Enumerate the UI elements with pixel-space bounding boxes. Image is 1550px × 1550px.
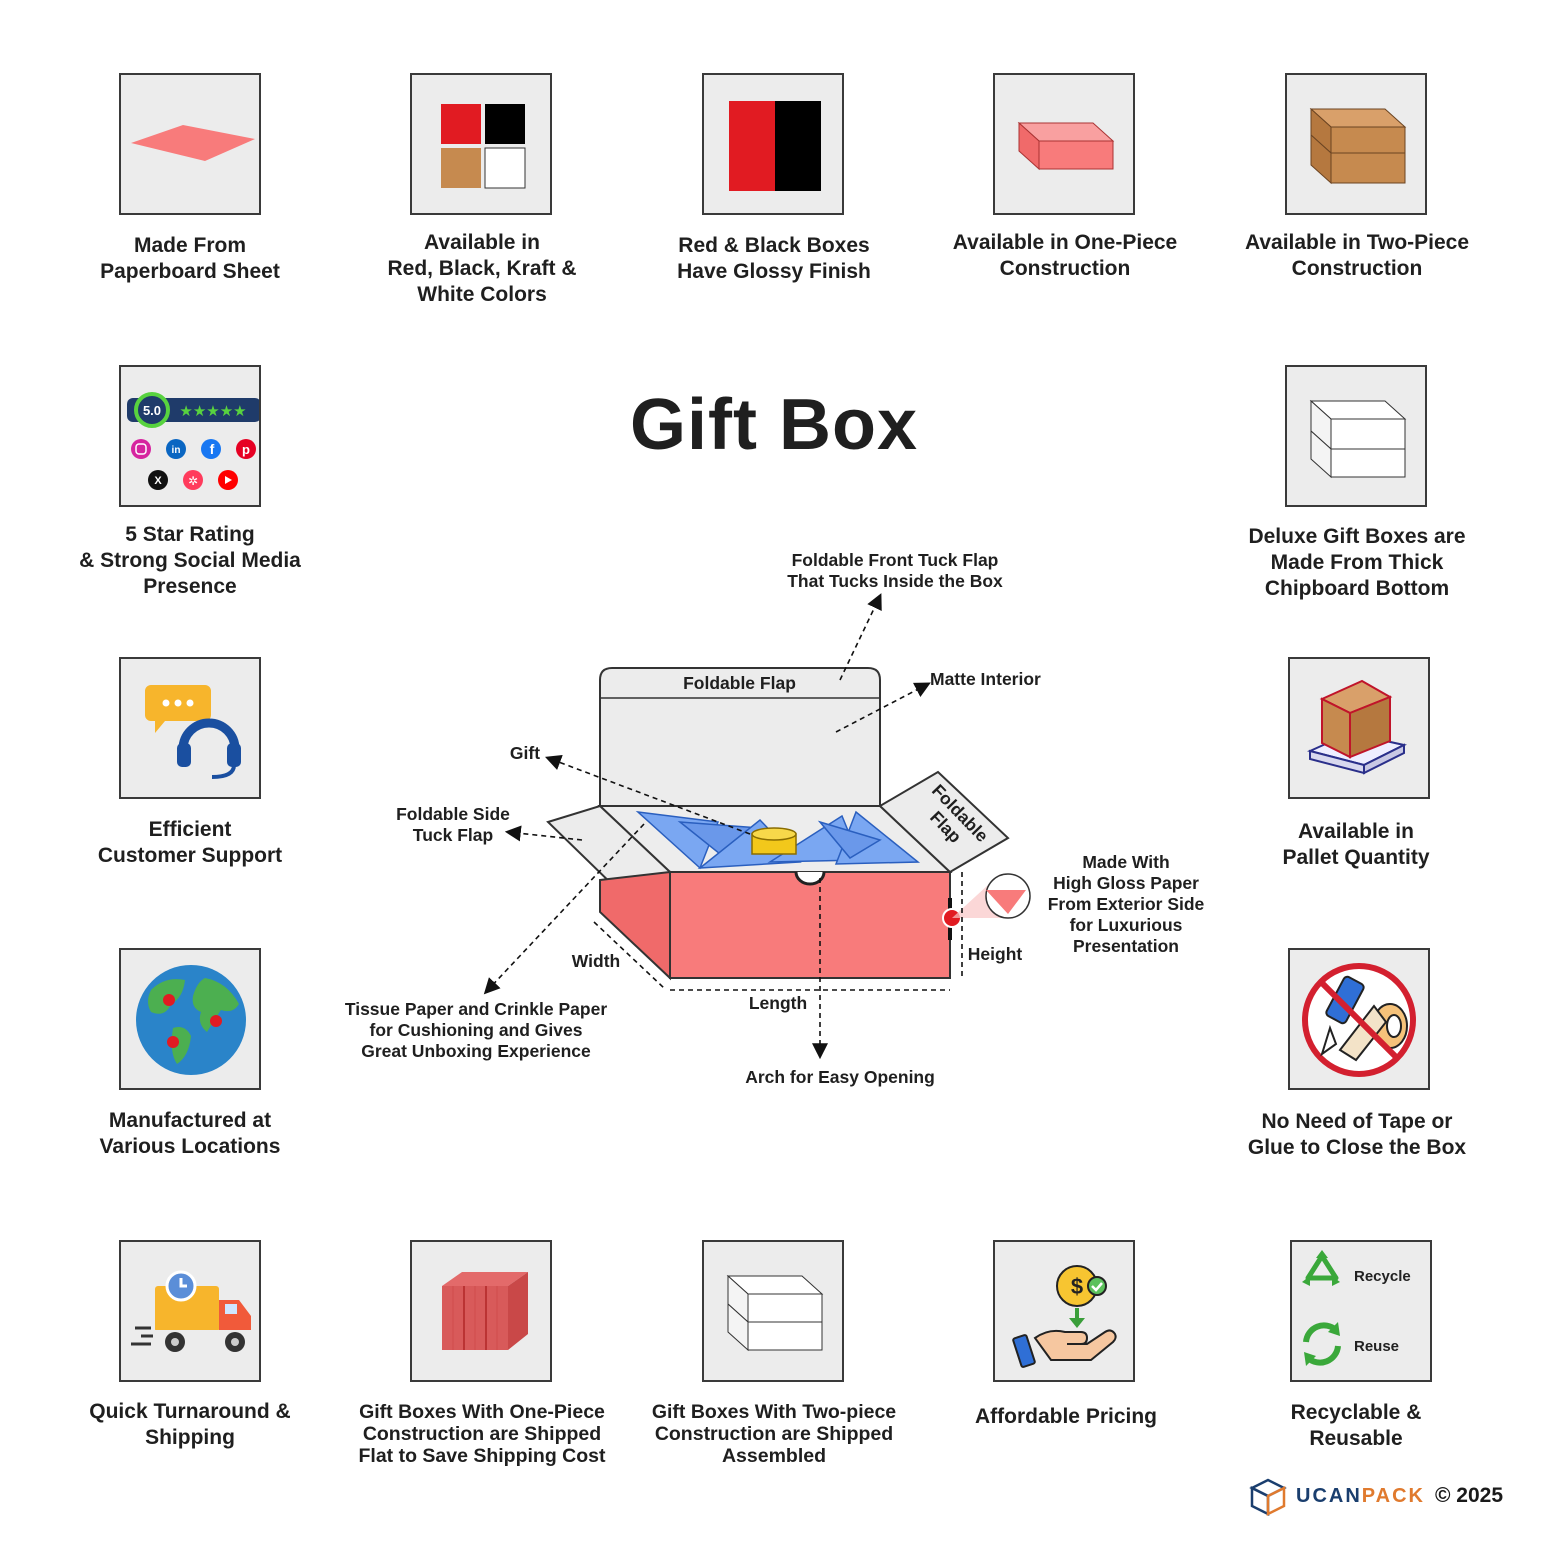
tile-colors bbox=[410, 73, 552, 215]
label-right-flap: Foldable Flap bbox=[926, 780, 993, 847]
delivery-truck-icon bbox=[131, 1270, 253, 1352]
caption-colors: Available in Red, Black, Kraft & White C… bbox=[387, 231, 577, 306]
tile-pallet bbox=[1288, 657, 1430, 799]
caption-deluxe: Deluxe Gift Boxes are Made From Thick Ch… bbox=[1248, 525, 1466, 600]
tile-globe bbox=[119, 948, 261, 1090]
label-arch: Arch for Easy Opening bbox=[745, 1067, 935, 1087]
caption-one-piece: Available in One-Piece Construction bbox=[952, 231, 1178, 280]
svg-text:$: $ bbox=[1071, 1274, 1083, 1299]
brand-part1: UCAN bbox=[1296, 1484, 1362, 1507]
callout-lines bbox=[483, 593, 963, 1060]
glossy-red-black-icon bbox=[729, 101, 821, 191]
label-height: Height bbox=[967, 944, 1023, 964]
assembled-box-icon bbox=[726, 1274, 824, 1352]
paperboard-sheet-icon bbox=[131, 125, 255, 161]
tile-recycle: Recycle Reuse bbox=[1290, 1240, 1432, 1382]
caption-no-tape: No Need of Tape or Glue to Close the Box bbox=[1247, 1110, 1467, 1159]
rating-social-icon: 5.0 ★★★★★ in f p X ✲ bbox=[127, 392, 259, 490]
label-tissue: Tissue Paper and Crinkle Paper for Cushi… bbox=[344, 999, 608, 1061]
tile-glossy bbox=[702, 73, 844, 215]
caption-pallet: Available in Pallet Quantity bbox=[1282, 820, 1430, 869]
page-title: Gift Box bbox=[630, 385, 918, 465]
caption-globe: Manufactured at Various Locations bbox=[99, 1109, 281, 1158]
recycle-icon bbox=[1302, 1250, 1340, 1286]
tile-assembled bbox=[702, 1240, 844, 1382]
tile-rating: 5.0 ★★★★★ in f p X ✲ bbox=[119, 365, 261, 507]
reuse-label: Reuse bbox=[1354, 1338, 1399, 1355]
caption-assembled: Gift Boxes With Two-piece Construction a… bbox=[651, 1401, 897, 1467]
label-gift: Gift bbox=[509, 743, 541, 763]
caption-recycle: Recyclable & Reusable bbox=[1290, 1401, 1422, 1450]
customer-support-icon bbox=[145, 685, 241, 779]
caption-support: Efficient Customer Support bbox=[97, 818, 283, 867]
two-piece-box-icon bbox=[1309, 107, 1407, 185]
footer-brand: UCANPACK © 2025 bbox=[1246, 1474, 1503, 1518]
tile-two-piece bbox=[1285, 73, 1427, 215]
tile-no-tape bbox=[1288, 948, 1430, 1090]
label-foldable-flap: Foldable Flap bbox=[683, 673, 796, 693]
flat-stack-icon bbox=[442, 1272, 528, 1350]
pallet-icon bbox=[1306, 679, 1407, 775]
tile-deluxe bbox=[1285, 365, 1427, 507]
tile-support bbox=[119, 657, 261, 799]
caption-flat: Gift Boxes With One-Piece Construction a… bbox=[358, 1401, 606, 1467]
label-length: Length bbox=[748, 993, 808, 1013]
no-tape-glue-icon bbox=[1302, 963, 1416, 1077]
label-matte-interior: Matte Interior bbox=[930, 669, 1041, 689]
gift-item bbox=[751, 827, 797, 855]
label-width: Width bbox=[571, 951, 621, 971]
tile-flat bbox=[410, 1240, 552, 1382]
caption-glossy: Red & Black Boxes Have Glossy Finish bbox=[677, 234, 871, 283]
globe-icon bbox=[136, 965, 246, 1075]
recycle-label: Recycle bbox=[1354, 1268, 1411, 1285]
pricing-hand-icon: $ bbox=[1012, 1265, 1117, 1368]
rating-value: 5.0 bbox=[143, 403, 161, 418]
tissue-paper bbox=[635, 810, 921, 870]
svg-text:X: X bbox=[154, 475, 162, 487]
brand-name: UCANPACK bbox=[1296, 1485, 1425, 1508]
recycle-reuse-icon: Recycle Reuse bbox=[1302, 1250, 1411, 1366]
copyright: © 2025 bbox=[1434, 1484, 1503, 1507]
svg-text:p: p bbox=[242, 442, 250, 457]
caption-rating: 5 Star Rating & Strong Social Media Pres… bbox=[79, 523, 301, 598]
label-gloss-paper: Made With High Gloss Paper From Exterior… bbox=[1047, 852, 1205, 956]
caption-shipping: Quick Turnaround & Shipping bbox=[89, 1400, 291, 1449]
rating-stars: ★★★★★ bbox=[179, 402, 246, 420]
white-deluxe-box-icon bbox=[1309, 399, 1407, 479]
tile-one-piece bbox=[993, 73, 1135, 215]
svg-text:f: f bbox=[210, 441, 215, 457]
ucanpack-logo-icon bbox=[1249, 1478, 1287, 1517]
tile-pricing: $ bbox=[993, 1240, 1135, 1382]
caption-paperboard: Made From Paperboard Sheet bbox=[100, 234, 280, 283]
label-side-tuck-flap: Foldable Side Tuck Flap bbox=[396, 804, 510, 845]
caption-two-piece: Available in Two-Piece Construction bbox=[1244, 231, 1470, 280]
color-swatches-icon bbox=[441, 104, 526, 189]
label-front-tuck-flap: Foldable Front Tuck Flap That Tucks Insi… bbox=[787, 550, 1003, 591]
brand-part2: PACK bbox=[1361, 1484, 1425, 1507]
svg-text:in: in bbox=[172, 445, 181, 456]
one-piece-box-icon bbox=[1017, 121, 1115, 171]
svg-text:✲: ✲ bbox=[188, 474, 198, 488]
caption-pricing: Affordable Pricing bbox=[974, 1405, 1158, 1428]
tile-paperboard bbox=[119, 73, 261, 215]
reuse-icon bbox=[1303, 1322, 1341, 1366]
tile-shipping bbox=[119, 1240, 261, 1382]
